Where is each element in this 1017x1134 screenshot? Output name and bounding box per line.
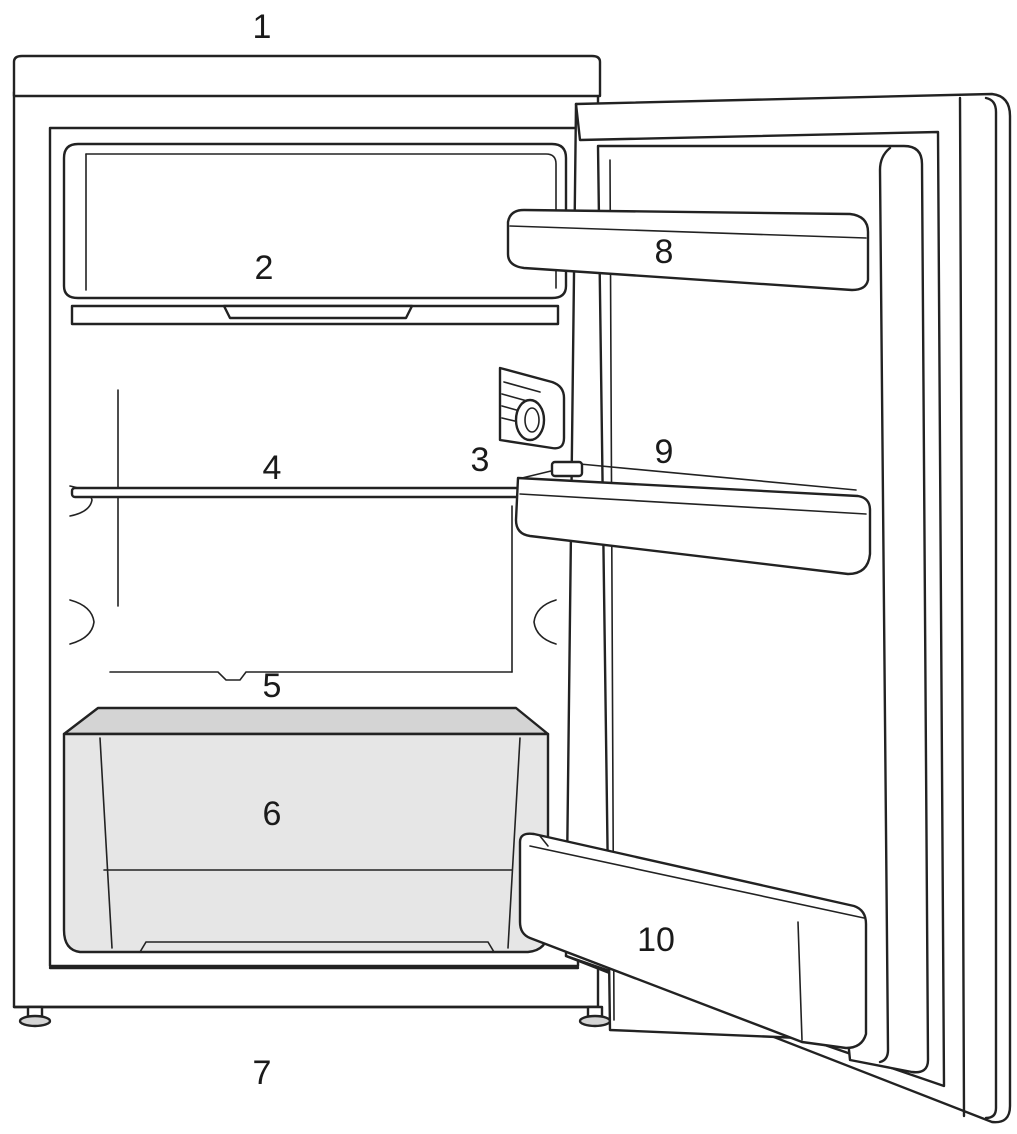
freezer-compartment — [62, 142, 568, 326]
door-shelf-top — [506, 208, 870, 292]
label-part-3: 3 — [470, 441, 490, 479]
worktop — [12, 54, 602, 98]
label-part-1: 1 — [252, 8, 272, 46]
thermostat — [498, 366, 566, 450]
label-part-6: 6 — [262, 795, 282, 833]
label-part-7: 7 — [252, 1054, 272, 1092]
crisper-drawer — [62, 706, 550, 954]
label-part-5: 5 — [262, 667, 282, 705]
door-shelf-middle — [514, 460, 872, 576]
label-part-9: 9 — [654, 433, 674, 471]
label-part-10: 10 — [637, 921, 675, 959]
door-shelf-bottom — [518, 832, 868, 1050]
label-part-2: 2 — [254, 249, 274, 287]
label-part-8: 8 — [654, 233, 674, 271]
interior-walls — [69, 389, 557, 681]
adjustable-feet — [18, 1005, 612, 1028]
glass-shelf — [70, 486, 522, 499]
label-part-4: 4 — [262, 449, 282, 487]
